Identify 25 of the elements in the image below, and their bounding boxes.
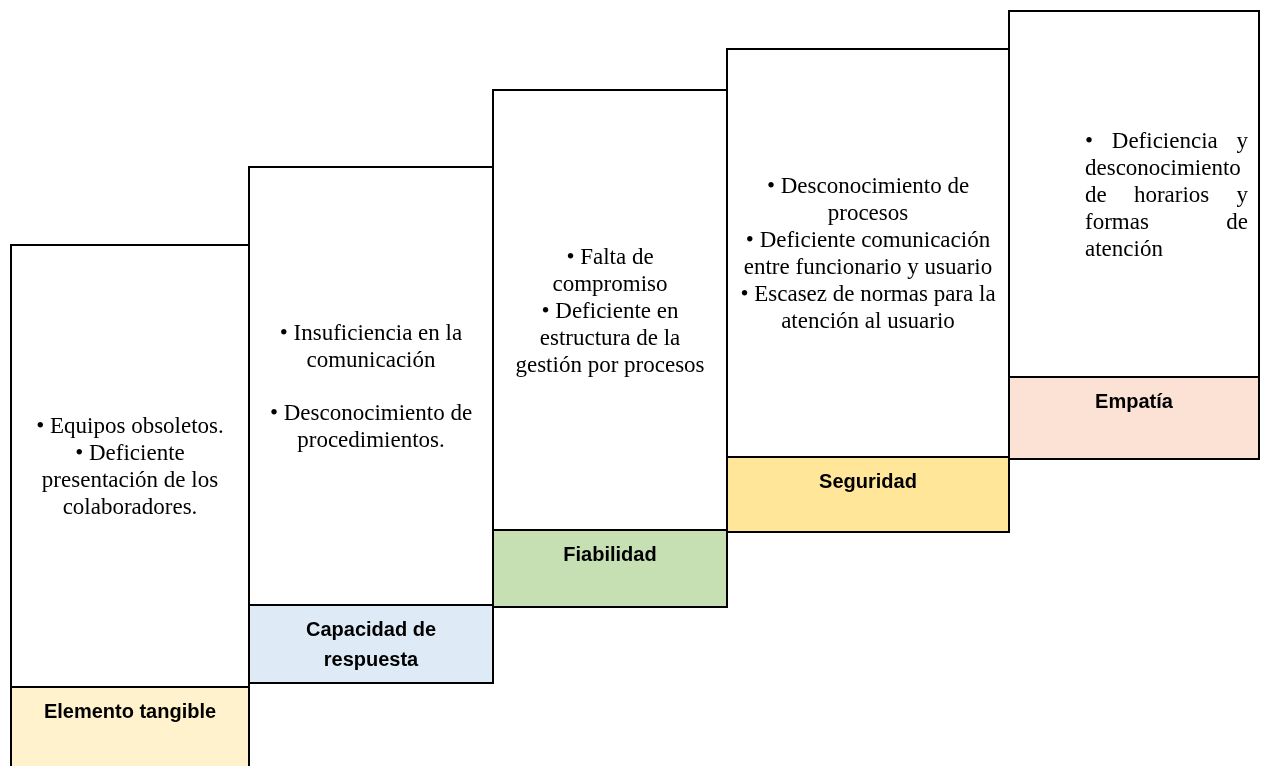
bullet-text: • Desconocimiento de procedimientos. — [268, 399, 474, 453]
bullet-text: • Insuficiencia en la comunicación — [278, 319, 464, 373]
bullet-text: • Deficiente presentación de los colaboradores. — [40, 439, 220, 520]
category-label: Seguridad — [819, 469, 917, 494]
category-band — [1008, 376, 1260, 460]
category-band — [248, 604, 494, 684]
category-label: Capacidad de respuesta — [304, 617, 437, 672]
bullet-text: • Escasez de normas para la atención al usuario — [739, 280, 997, 334]
bullet-text: • Deficiente comunicación entre funcionario y usuario — [742, 226, 994, 280]
category-label: Empatía — [1095, 389, 1173, 414]
category-label: Fiabilidad — [563, 542, 657, 567]
category-band — [726, 456, 1010, 533]
category-band — [492, 529, 728, 608]
bullet-text: • Deficiente en estructura de la gestión por procesos — [514, 296, 706, 378]
column-box — [10, 244, 250, 766]
category-band — [10, 686, 250, 766]
bullet-text: • Equipos obsoletos. — [35, 412, 225, 439]
bullet-text: • Desconocimiento de procesos — [765, 172, 971, 226]
column-box — [492, 89, 728, 608]
bullet-text: • Falta de compromiso — [551, 242, 669, 297]
bullet-text: • Deficiencia y desconocimiento de horarios y formas de atención — [1085, 126, 1248, 262]
category-label: Elemento tangible — [43, 699, 217, 724]
column-box — [1008, 10, 1260, 460]
column-box — [726, 48, 1010, 533]
column-box — [248, 166, 494, 684]
